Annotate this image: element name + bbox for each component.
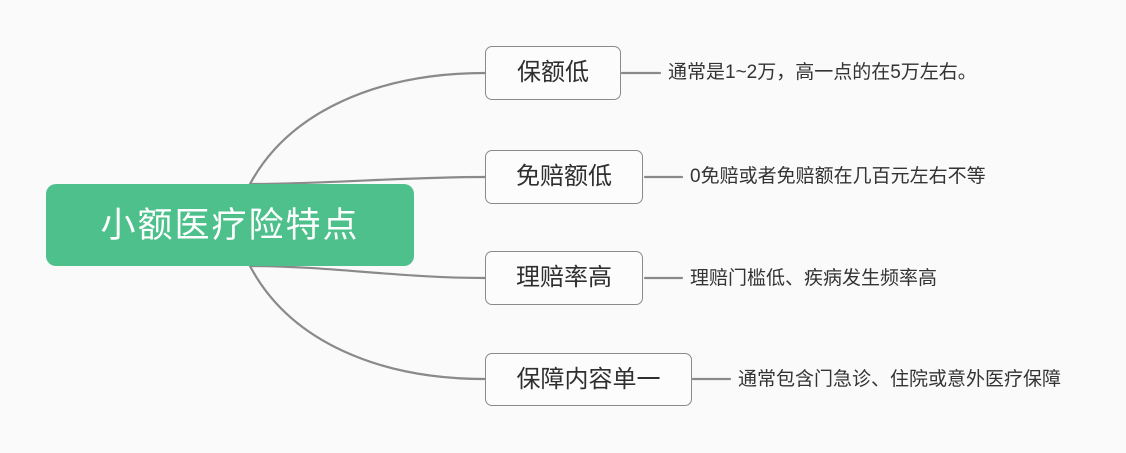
branch-node-1[interactable]: 保额低 [485, 46, 621, 100]
branch-node-4[interactable]: 保障内容单一 [485, 353, 692, 406]
root-node[interactable]: 小额医疗险特点 [46, 184, 414, 266]
branch-node-3[interactable]: 理赔率高 [485, 251, 643, 305]
branch-description-2: 0免赔或者免赔额在几百元左右不等 [690, 166, 986, 187]
branch-description-4: 通常包含门急诊、住院或意外医疗保障 [738, 369, 1062, 390]
connector-curve-4 [248, 264, 487, 381]
connector-curve-3 [248, 264, 487, 280]
connector-curve-1 [248, 71, 487, 186]
branch-node-4-label: 保障内容单一 [516, 365, 661, 393]
connector-curve-2 [248, 175, 487, 186]
branch-node-2-label: 免赔额低 [516, 163, 612, 190]
branch-node-1-label: 保额低 [517, 59, 589, 86]
branch-node-3-label: 理赔率高 [516, 264, 612, 291]
branch-description-1: 通常是1~2万，高一点的在5万左右。 [668, 62, 977, 83]
root-node-label: 小额医疗险特点 [100, 205, 360, 245]
branch-node-2[interactable]: 免赔额低 [485, 150, 643, 204]
branch-description-3: 理赔门槛低、疾病发生频率高 [690, 268, 938, 289]
